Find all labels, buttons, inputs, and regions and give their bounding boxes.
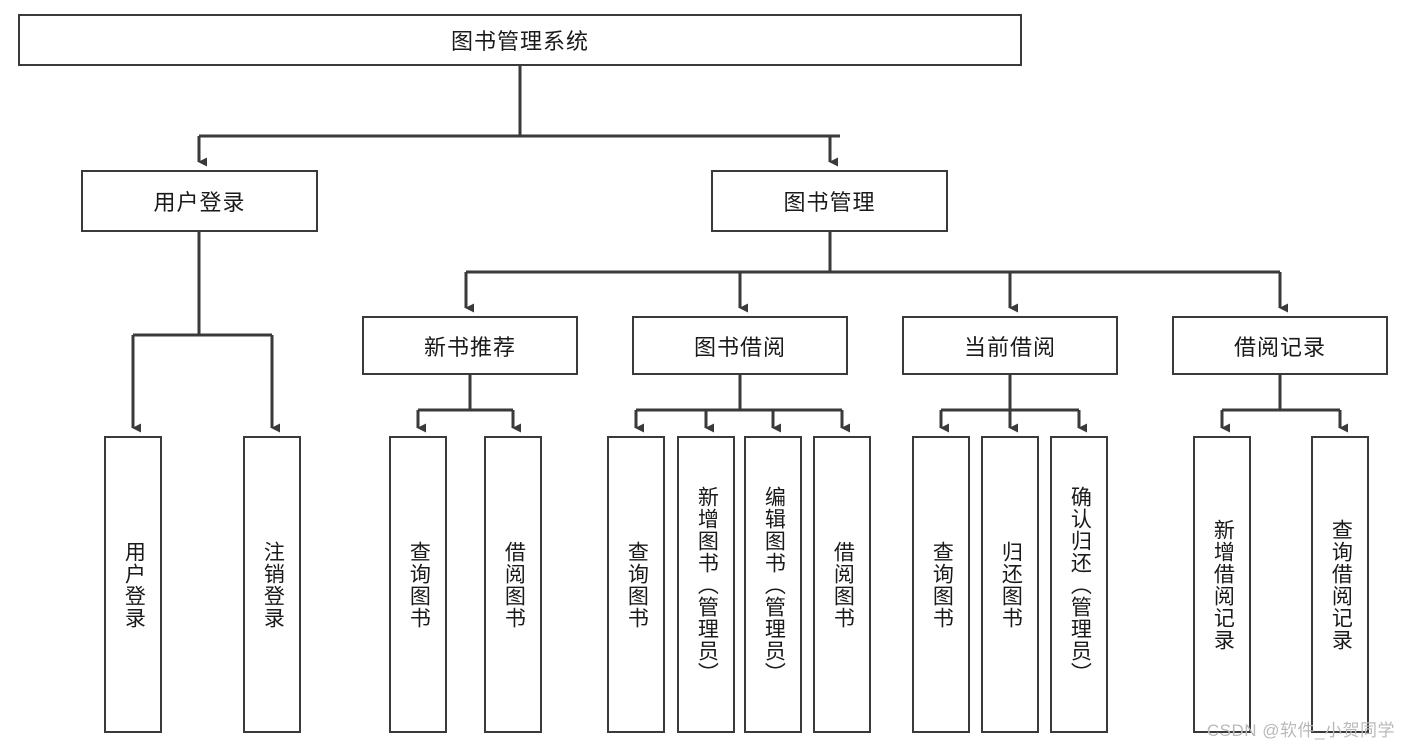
leaf-current-query-book[interactable]: 查询图书 bbox=[912, 436, 970, 733]
node-current-borrow[interactable]: 当前借阅 bbox=[902, 316, 1118, 375]
leaf-label: 新增借阅记录 bbox=[1211, 518, 1235, 651]
node-borrow-record[interactable]: 借阅记录 bbox=[1172, 316, 1388, 375]
leaf-current-return-book[interactable]: 归还图书 bbox=[981, 436, 1039, 733]
leaf-user-login-signin[interactable]: 用户登录 bbox=[104, 436, 162, 733]
leaf-label: 查询借阅记录 bbox=[1329, 518, 1353, 651]
leaf-label: 借阅图书 bbox=[831, 540, 855, 629]
leaf-record-add-record[interactable]: 新增借阅记录 bbox=[1193, 436, 1251, 733]
leaf-label: 借阅图书 bbox=[502, 540, 526, 629]
leaf-borrow-edit-book[interactable]: 编辑图书（管理员） bbox=[744, 436, 802, 733]
leaf-label: 新增图书（管理员） bbox=[695, 485, 719, 684]
leaf-label: 编辑图书（管理员） bbox=[762, 485, 786, 684]
leaf-borrow-query-book[interactable]: 查询图书 bbox=[607, 436, 665, 733]
leaf-label: 注销登录 bbox=[261, 540, 285, 629]
watermark: CSDN @软件_小贺同学 bbox=[1206, 721, 1395, 740]
leaf-recommend-borrow-book[interactable]: 借阅图书 bbox=[484, 436, 542, 733]
leaf-user-login-signout[interactable]: 注销登录 bbox=[243, 436, 301, 733]
node-root-system[interactable]: 图书管理系统 bbox=[18, 14, 1022, 66]
leaf-label: 查询图书 bbox=[930, 540, 954, 629]
leaf-borrow-borrow-book[interactable]: 借阅图书 bbox=[813, 436, 871, 733]
leaf-label: 查询图书 bbox=[625, 540, 649, 629]
node-user-login[interactable]: 用户登录 bbox=[81, 170, 318, 232]
leaf-label: 归还图书 bbox=[999, 540, 1023, 629]
node-book-management[interactable]: 图书管理 bbox=[711, 170, 948, 232]
leaf-label: 查询图书 bbox=[407, 540, 431, 629]
leaf-recommend-query-book[interactable]: 查询图书 bbox=[389, 436, 447, 733]
leaf-record-query-record[interactable]: 查询借阅记录 bbox=[1311, 436, 1369, 733]
leaf-label: 确认归还（管理员） bbox=[1068, 485, 1092, 684]
leaf-borrow-add-book[interactable]: 新增图书（管理员） bbox=[677, 436, 735, 733]
leaf-label: 用户登录 bbox=[122, 540, 146, 629]
node-book-borrow[interactable]: 图书借阅 bbox=[632, 316, 848, 375]
node-new-book-recommend[interactable]: 新书推荐 bbox=[362, 316, 578, 375]
leaf-current-confirm-return[interactable]: 确认归还（管理员） bbox=[1050, 436, 1108, 733]
